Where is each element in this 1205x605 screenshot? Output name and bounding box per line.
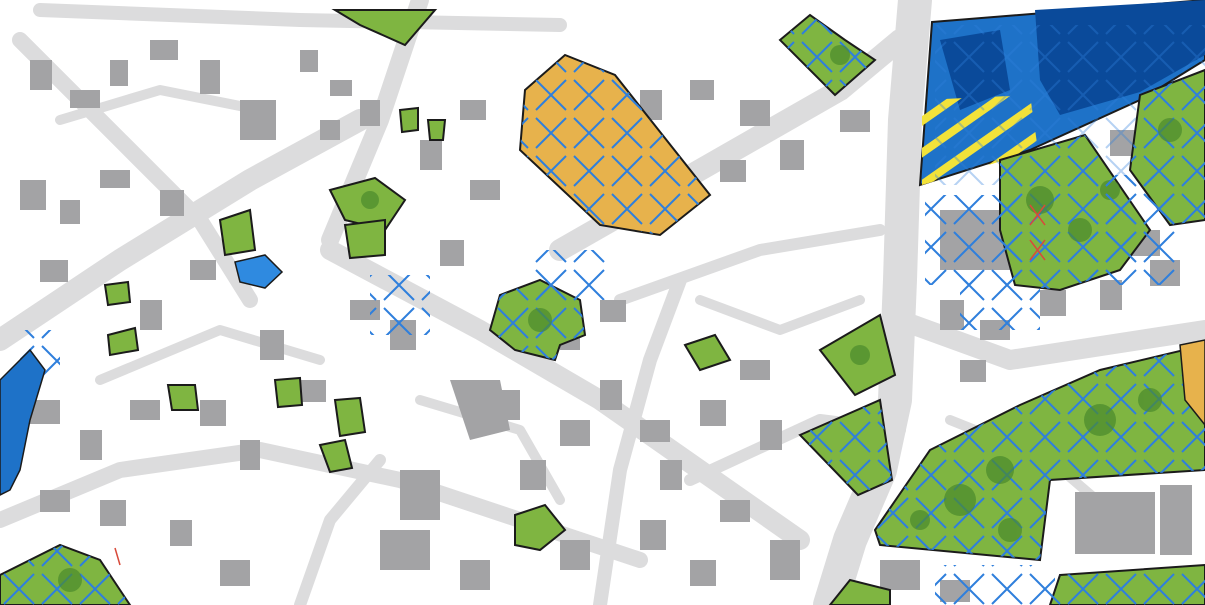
road-small-2 (95, 325, 325, 385)
main-road-east (813, 0, 932, 605)
blue-industrial-block[interactable] (918, 0, 1205, 187)
road-small-4 (695, 295, 865, 335)
orange-parcel[interactable] (518, 53, 712, 237)
road-vertical-center (593, 273, 687, 605)
blue-pond-west (0, 348, 46, 496)
road-small-1 (55, 85, 265, 125)
green-lot-north (331, 9, 438, 47)
blue-zones-small[interactable] (0, 254, 1205, 496)
road-south (294, 454, 386, 605)
road-small-3 (415, 395, 565, 505)
road-east-branch (890, 310, 1205, 370)
road-top (33, 3, 567, 32)
road-diagonal-west (0, 109, 371, 351)
road-mid-east (614, 224, 886, 306)
red-marks (114, 204, 1046, 566)
